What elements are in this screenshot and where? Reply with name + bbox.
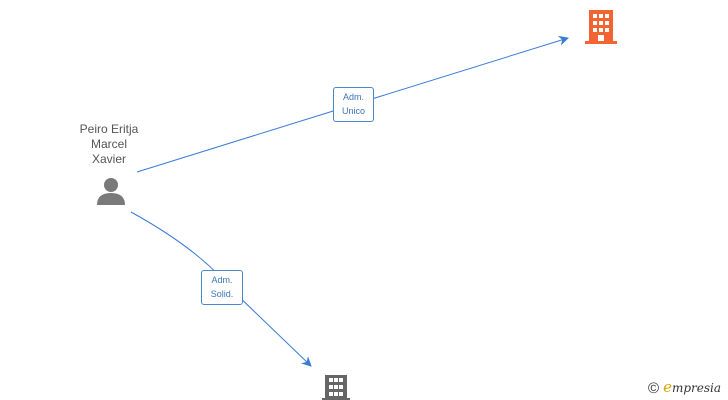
edge-label-line: Adm. [211, 275, 233, 285]
brand-initial: e [663, 378, 672, 396]
edge-label-adm-unico: Adm. Unico [333, 87, 374, 122]
edge-label-adm-solid: Adm. Solid. [201, 270, 243, 305]
person-icon[interactable] [96, 176, 126, 211]
edge-label-line: Solid. [210, 289, 234, 299]
edge-label-line: Unico [341, 106, 365, 116]
brand-name: mpresia [671, 381, 722, 395]
edge-label-line: Adm. [342, 92, 364, 102]
person-name-line-2: Marcel [90, 137, 127, 151]
person-name[interactable]: Peiro Eritja Marcel Xavier [64, 122, 154, 167]
building-icon[interactable] [585, 8, 617, 49]
person-name-line-3: Xavier [91, 152, 126, 166]
building-icon[interactable] [322, 373, 350, 400]
copyright-icon: © [648, 380, 660, 397]
person-name-line-1: Peiro Eritja [79, 122, 139, 136]
brand-logo: ©empresia [648, 378, 721, 397]
